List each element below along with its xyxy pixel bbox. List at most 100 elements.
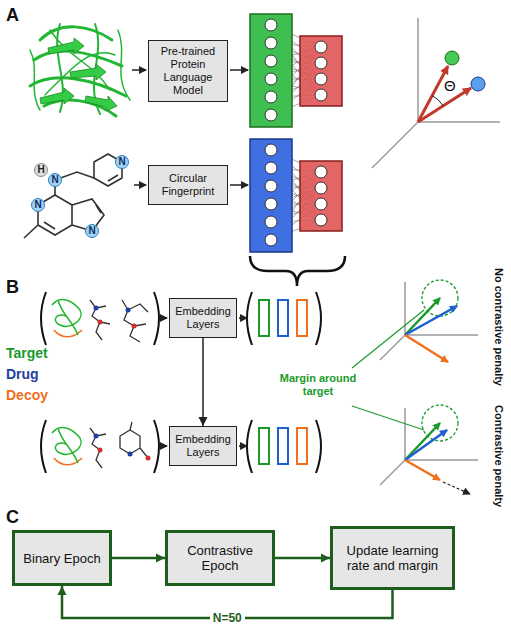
- atom-symbol: N: [48, 173, 62, 187]
- drawing-line: [132, 69, 146, 71]
- step-box: Update learning rate and margin: [330, 526, 455, 590]
- drawing-path: [247, 292, 252, 345]
- brace: [250, 256, 345, 286]
- drawing-polygon: [120, 430, 140, 454]
- drawing-line: [405, 459, 478, 461]
- drawing-circle: [94, 434, 99, 439]
- drawing-line: [239, 317, 247, 319]
- edge-label: N=50: [210, 611, 245, 625]
- role-label: Decoy: [6, 387, 48, 404]
- arrowhead: [58, 586, 67, 595]
- role-label: Target: [6, 345, 48, 362]
- drawing-path: [58, 300, 78, 335]
- drawing-circle: [128, 452, 133, 457]
- drawing-polyline: [130, 422, 132, 430]
- arrowhead: [199, 417, 208, 426]
- drawing-line: [405, 460, 440, 480]
- drawing-circle: [315, 214, 327, 226]
- connector: [275, 554, 330, 563]
- process-box: Circular Fingerprint: [148, 165, 228, 205]
- drawing-line: [405, 298, 440, 335]
- process-box: Embedding Layers: [169, 426, 237, 466]
- drawing-line: [160, 445, 167, 447]
- drawing-path: [41, 420, 46, 473]
- drawing-line: [108, 175, 118, 181]
- annotation: Margin around target: [276, 372, 360, 398]
- drawing-circle: [315, 73, 327, 85]
- box-text: Embedding Layers: [173, 433, 233, 459]
- protein-icon: [52, 428, 82, 465]
- drawing-circle: [315, 41, 327, 53]
- drawing-line: [372, 122, 418, 168]
- connector-line: [202, 338, 204, 426]
- drawing-circle: [315, 182, 327, 194]
- box-text: Binary Epoch: [23, 551, 100, 566]
- drawing-circle: [265, 37, 277, 49]
- vector-arrows: [418, 66, 471, 122]
- decoy-atoms: [94, 434, 151, 461]
- drawing-polygon: [85, 96, 117, 111]
- row-label: Contrastive penalty: [492, 405, 505, 507]
- leader-lines: [352, 310, 424, 430]
- drawing-path: [30, 50, 40, 110]
- drawing-line: [160, 317, 167, 319]
- drawing-line: [239, 445, 247, 447]
- atom-symbol: N: [31, 198, 45, 212]
- drawing-circle: [315, 57, 327, 69]
- drawing-line: [404, 282, 406, 335]
- drawing-circle: [265, 198, 277, 210]
- drawing-rect: [297, 428, 307, 464]
- drawing-circle: [315, 198, 327, 210]
- drawing-line: [24, 225, 38, 238]
- drawing-line: [405, 430, 447, 460]
- drawing-line: [404, 408, 406, 460]
- drawing-rect: [300, 161, 342, 231]
- angle-arc: [432, 96, 443, 107]
- drawing-line: [96, 205, 101, 213]
- atom-symbol: N: [85, 224, 99, 238]
- step-box: Binary Epoch: [12, 530, 112, 586]
- drawing-polygon: [70, 64, 106, 80]
- target-point: [445, 51, 459, 65]
- step-box: Contrastive Epoch: [165, 530, 275, 586]
- axes: [380, 282, 478, 485]
- drawing-line: [380, 335, 405, 360]
- drawing-circle: [146, 456, 151, 461]
- drawing-line: [405, 335, 448, 362]
- angle-symbol: Θ: [444, 77, 456, 95]
- drawing-path: [58, 428, 78, 463]
- arrowhead: [321, 554, 330, 563]
- drawing-circle: [265, 55, 277, 67]
- drawing-rect: [278, 428, 288, 464]
- embedding-arrows: [405, 298, 457, 480]
- process-box: Pre-trained Protein Language Model: [148, 40, 228, 102]
- atom-symbol: H: [34, 163, 48, 177]
- protein-icon: [52, 300, 82, 337]
- drawing-path: [247, 420, 252, 473]
- drawing-path: [316, 420, 321, 473]
- arrowhead: [156, 554, 165, 563]
- drawing-polyline: [128, 304, 148, 312]
- drawing-circle: [265, 73, 277, 85]
- connector: [199, 338, 208, 426]
- drawing-circle: [132, 324, 137, 329]
- box-text: Pre-trained Protein Language Model: [152, 45, 224, 97]
- drawing-polyline: [90, 300, 102, 340]
- drawing-circle: [98, 320, 103, 325]
- drawing-circle: [315, 89, 327, 101]
- drawing-polyline: [122, 300, 140, 342]
- box-text: Circular Fingerprint: [152, 172, 224, 198]
- drawing-line: [380, 460, 405, 485]
- drawing-line: [405, 306, 457, 335]
- drawing-line: [352, 310, 424, 368]
- box-text: Contrastive Epoch: [173, 543, 267, 573]
- panel-letter: B: [6, 276, 19, 298]
- drawing-line: [418, 121, 500, 123]
- drawing-circle: [265, 216, 277, 228]
- connector: [112, 554, 165, 563]
- drawing-circle: [265, 234, 277, 246]
- drawing-line: [230, 184, 248, 186]
- drawing-path: [118, 30, 130, 100]
- drawing-path: [52, 428, 81, 455]
- drug-atoms: [94, 306, 137, 329]
